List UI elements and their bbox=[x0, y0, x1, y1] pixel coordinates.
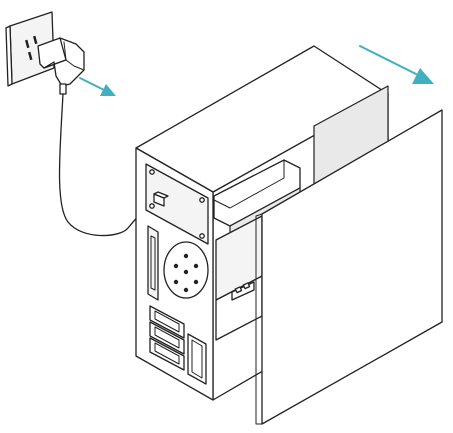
socket-holes bbox=[24, 35, 38, 61]
fan-grille bbox=[163, 241, 209, 299]
io-plate bbox=[145, 163, 209, 245]
power-port bbox=[153, 191, 169, 207]
side-panel-icon bbox=[255, 109, 443, 425]
panel-slide-arrow-icon bbox=[359, 45, 434, 84]
lower-bays bbox=[149, 305, 207, 385]
interior-connector bbox=[231, 281, 255, 301]
unplug-arrow-icon bbox=[79, 77, 116, 96]
power-plug-icon bbox=[37, 37, 85, 95]
